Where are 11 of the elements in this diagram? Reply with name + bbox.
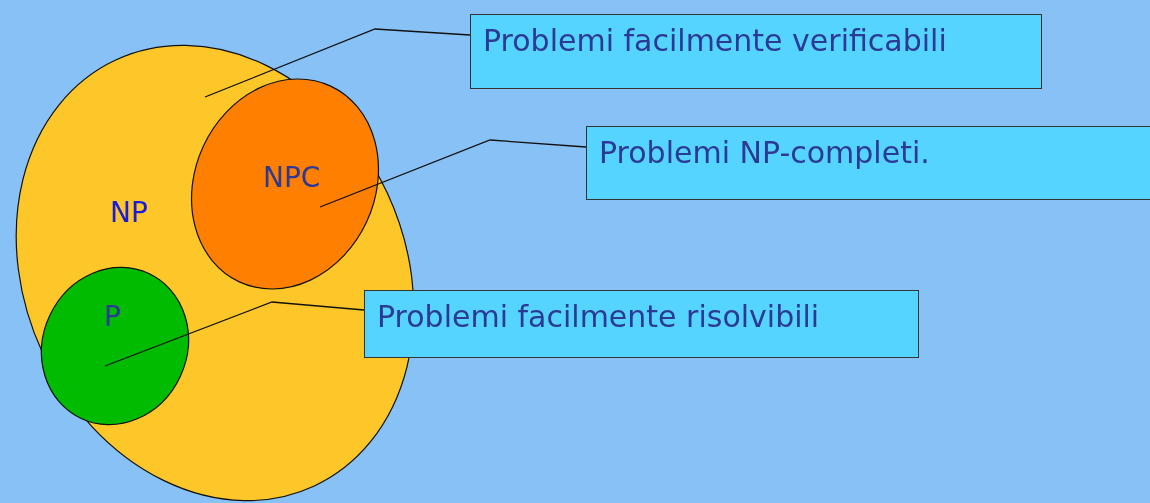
callout-box: Problemi facilmente verificabili xyxy=(470,14,1042,89)
callout-box: Problemi facilmente risolvibili xyxy=(364,290,919,358)
leader-line xyxy=(104,301,365,367)
set-label: NP xyxy=(110,197,148,229)
set-ellipse xyxy=(40,265,190,427)
leader-line xyxy=(319,139,587,208)
set-label: NPC xyxy=(263,162,321,194)
set-label: P xyxy=(104,301,121,333)
set-ellipse xyxy=(188,78,382,290)
leader-line xyxy=(204,28,471,98)
callout-box: Problemi NP-completi. xyxy=(586,126,1150,200)
